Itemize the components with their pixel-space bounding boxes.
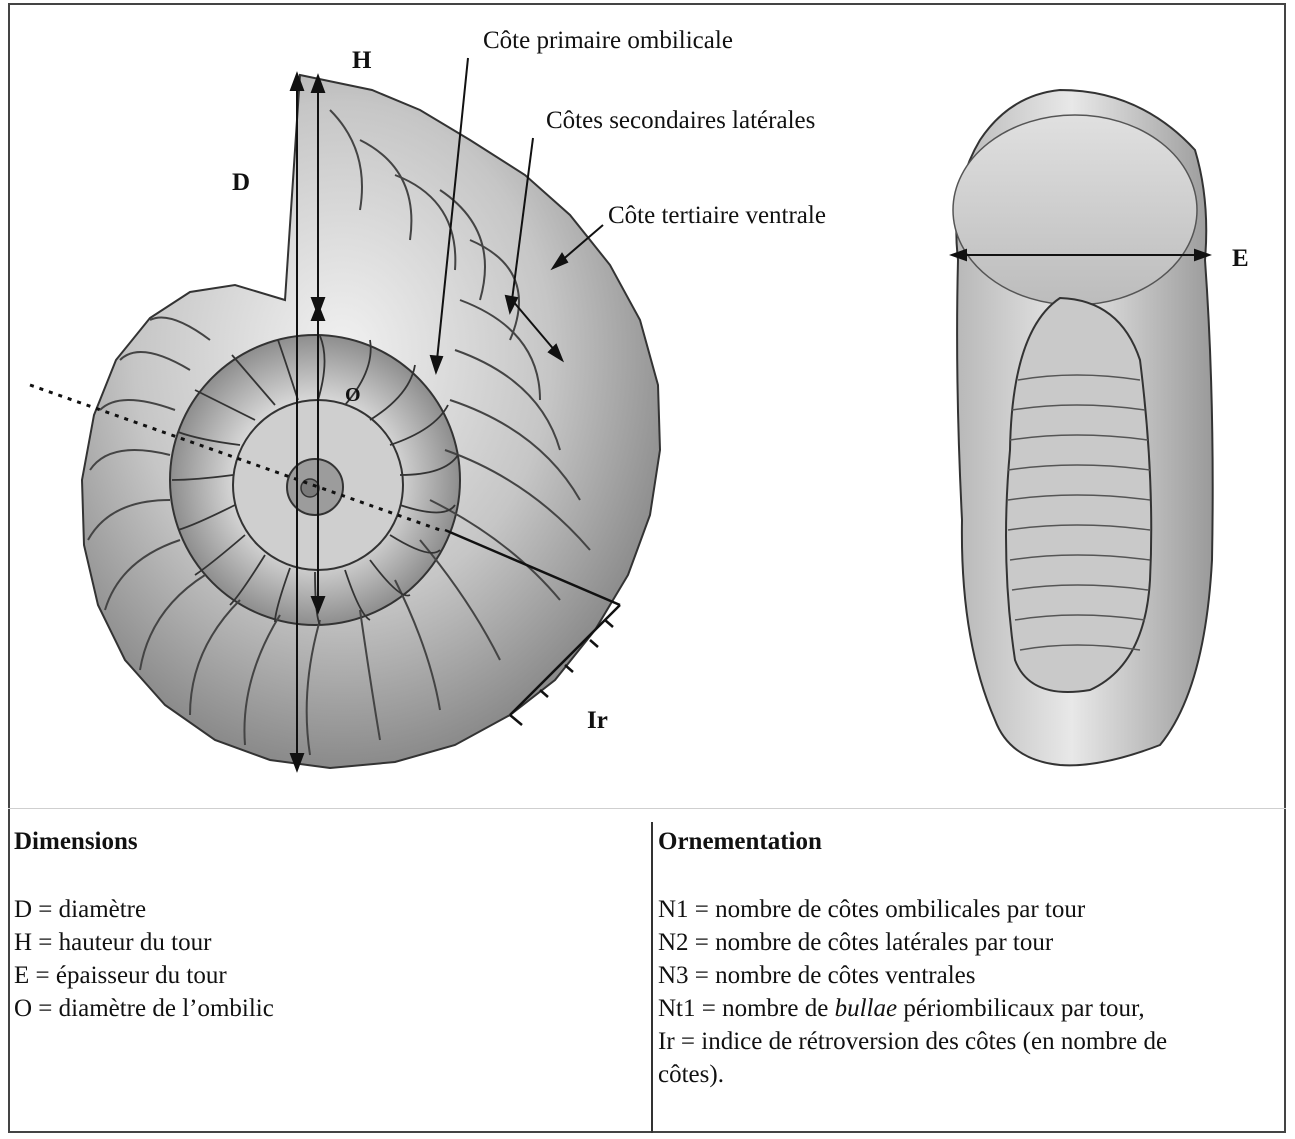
dimensions-heading: Dimensions [14,828,138,856]
legend-italic-term: bullae [835,995,898,1022]
lateral-view [30,58,660,770]
legend-item: D = diamètre [14,893,274,926]
label-D: D [232,170,250,195]
ventral-view [952,90,1213,765]
label-tertiary-rib: Côte tertiaire ventrale [608,203,826,228]
legend-item: Ir = indice de rétroversion des côtes (e… [658,1025,1167,1058]
legend-item: côtes). [658,1058,1167,1091]
legend-text: Nt1 = nombre de [658,995,835,1022]
ornamentation-heading: Ornementation [658,828,822,856]
section-divider [8,808,1286,809]
aperture [953,115,1197,305]
ornamentation-list: N1 = nombre de côtes ombilicales par tou… [658,893,1167,1091]
label-primary-rib: Côte primaire ombilicale [483,28,733,53]
label-H: H [352,48,371,73]
legend-item: N1 = nombre de côtes ombilicales par tou… [658,893,1167,926]
label-O: O [345,385,361,405]
legend-item: E = épaisseur du tour [14,959,274,992]
legend-item: N3 = nombre de côtes ventrales [658,959,1167,992]
legend-item: O = diamètre de l’ombilic [14,992,274,1025]
dimensions-list: D = diamètre H = hauteur du tour E = épa… [14,893,274,1025]
label-secondary-ribs: Côtes secondaires latérales [546,108,815,133]
legend-item: N2 = nombre de côtes latérales par tour [658,926,1167,959]
legend-item: H = hauteur du tour [14,926,274,959]
label-Ir: Ir [587,708,608,733]
legend-text: périombilicaux par tour, [897,995,1145,1022]
legend-item: Nt1 = nombre de bullae périombilicaux pa… [658,992,1167,1025]
column-divider [651,822,653,1133]
label-E: E [1232,246,1249,271]
